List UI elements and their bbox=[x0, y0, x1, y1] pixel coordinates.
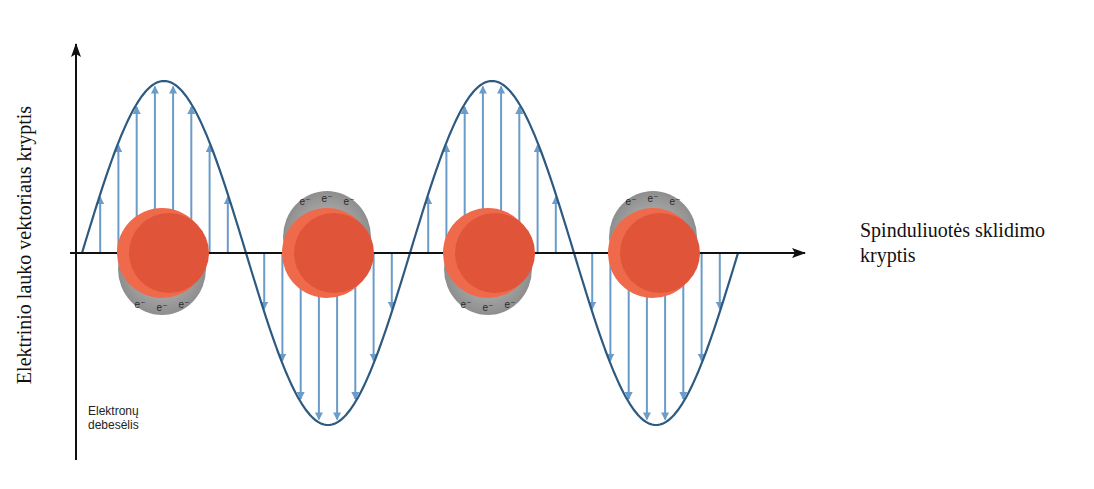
electron-symbol: e⁻ bbox=[626, 197, 637, 207]
electron-symbol: e⁻ bbox=[135, 300, 146, 310]
electron-symbol: e⁻ bbox=[670, 197, 681, 207]
electron-symbol: e⁻ bbox=[322, 194, 333, 204]
field-vector bbox=[427, 197, 429, 253]
field-vector bbox=[391, 253, 393, 309]
field-vector bbox=[263, 253, 265, 309]
field-vector bbox=[209, 145, 211, 253]
field-vector bbox=[373, 253, 375, 361]
electron-symbol: e⁻ bbox=[344, 197, 355, 207]
electron-symbol: e⁻ bbox=[157, 303, 168, 313]
field-vector bbox=[117, 145, 119, 253]
axis-title: Elektrinio lauko vektoriaus kryptis bbox=[12, 106, 37, 384]
field-vector bbox=[555, 197, 557, 253]
nucleus-shade bbox=[455, 213, 535, 293]
field-vector bbox=[227, 197, 229, 253]
field-vector bbox=[591, 253, 593, 309]
nucleus-shade bbox=[294, 213, 374, 293]
electron-symbol: e⁻ bbox=[505, 300, 516, 310]
field-vector bbox=[281, 253, 283, 361]
nucleus-shade bbox=[129, 213, 209, 293]
field-vector bbox=[537, 145, 539, 253]
electron-symbol: e⁻ bbox=[179, 300, 190, 310]
electron-symbol: e⁻ bbox=[483, 303, 494, 313]
electron-symbol: e⁻ bbox=[648, 194, 659, 204]
axis-title: Spinduliuotės sklidimo kryptis bbox=[860, 218, 1060, 268]
nucleus-shade bbox=[620, 213, 700, 293]
field-vector bbox=[99, 197, 101, 253]
electron-symbol: e⁻ bbox=[300, 197, 311, 207]
field-vector bbox=[719, 253, 721, 309]
field-axis bbox=[75, 44, 77, 460]
atoms bbox=[117, 191, 700, 315]
electron-symbol: e⁻ bbox=[461, 300, 472, 310]
field-vector bbox=[701, 253, 703, 361]
cloud-label: Elektronų debesėlis bbox=[88, 404, 178, 433]
